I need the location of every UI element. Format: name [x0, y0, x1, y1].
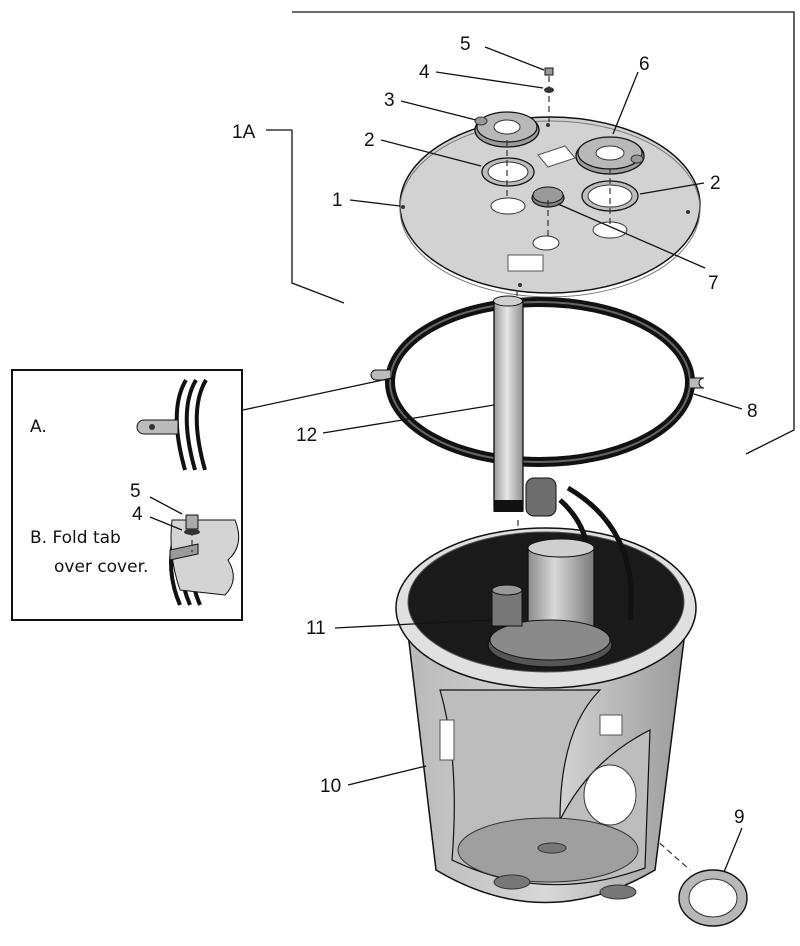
callout-1: 1	[332, 190, 343, 211]
inset-label-a: A.	[30, 417, 47, 437]
bolt-and-washer	[544, 67, 554, 122]
callout-9: 9	[734, 807, 745, 828]
callout-4: 4	[419, 62, 430, 83]
callout-3: 3	[384, 90, 395, 111]
inlet-grommet	[678, 869, 748, 927]
kit-bracket-1a	[266, 11, 795, 455]
detail-a-tab	[136, 378, 208, 471]
sump-pump	[487, 477, 634, 668]
callout-12: 12	[296, 425, 317, 446]
callout-6: 6	[639, 54, 650, 75]
gasket-left	[481, 157, 535, 187]
inset-label-b-line2: over cover.	[54, 557, 148, 577]
leader-lines	[149, 46, 743, 873]
callout-2-right: 2	[710, 173, 721, 194]
inset-callout-5: 5	[130, 481, 141, 502]
inset-label-b: B. Fold tab	[30, 528, 121, 548]
basin-seal-ring	[370, 297, 705, 467]
flange-right	[575, 136, 645, 175]
callout-1a: 1A	[232, 122, 256, 143]
discharge-pipe	[493, 295, 524, 512]
callout-5: 5	[460, 34, 471, 55]
inset-detail-box	[11, 369, 393, 621]
callout-11: 11	[306, 618, 326, 639]
callout-7: 7	[708, 273, 719, 294]
vent-plug	[531, 186, 565, 208]
flange-left	[474, 111, 540, 148]
callout-2-left: 2	[364, 130, 375, 151]
callout-10: 10	[320, 776, 341, 797]
inset-callout-4: 4	[132, 504, 143, 525]
gasket-right	[581, 180, 639, 212]
callout-8: 8	[747, 401, 758, 422]
detail-b-folded-tab	[169, 514, 240, 606]
